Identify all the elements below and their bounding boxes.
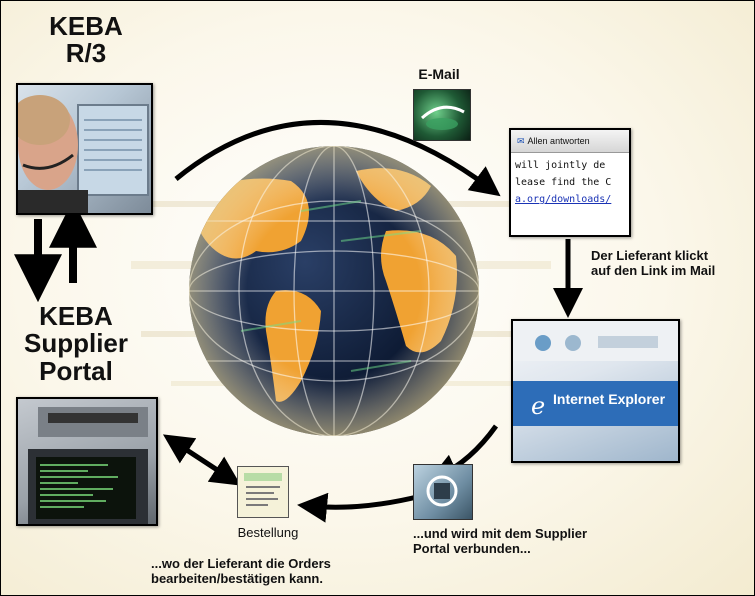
terminal-photo	[16, 397, 158, 526]
r3-title: KEBA R/3	[49, 11, 123, 69]
email-icon	[413, 89, 471, 141]
arrow-r3-to-email	[174, 120, 501, 197]
mail-screenshot: ✉ Allen antworten will jointly de lease …	[509, 128, 631, 237]
arrow-bestellung-portal	[162, 434, 242, 486]
operator-photo	[16, 83, 153, 215]
bestellung-label: Bestellung	[237, 525, 299, 540]
globe	[189, 146, 479, 436]
arrow-connect-to-bestellung	[297, 492, 422, 523]
order-document-icon	[237, 466, 289, 518]
step-orders-text: ...wo der Lieferant die Orders bearbeite…	[151, 556, 331, 586]
ie-banner-text: Internet Explorer	[553, 391, 666, 407]
supplier-portal-title: KEBA Supplier Portal	[23, 301, 128, 386]
step-connect-text: ...und wird mit dem Supplier Portal verb…	[413, 526, 588, 556]
step-click-text: Der Lieferant klickt auf den Link im Mai…	[591, 248, 716, 278]
reply-all-icon: ✉	[517, 135, 525, 146]
mail-line: lease find the C	[515, 177, 612, 188]
mail-line: will jointly de	[515, 160, 606, 171]
ie-screenshot: e Internet Explorer	[511, 319, 680, 463]
email-label: E-Mail	[418, 66, 460, 82]
network-connect-icon	[413, 464, 473, 520]
mail-toolbar: ✉ Allen antworten	[511, 130, 629, 153]
mail-link: a.org/downloads/	[515, 194, 612, 205]
svg-text:e: e	[531, 392, 545, 420]
reply-all-button: Allen antworten	[527, 136, 590, 146]
